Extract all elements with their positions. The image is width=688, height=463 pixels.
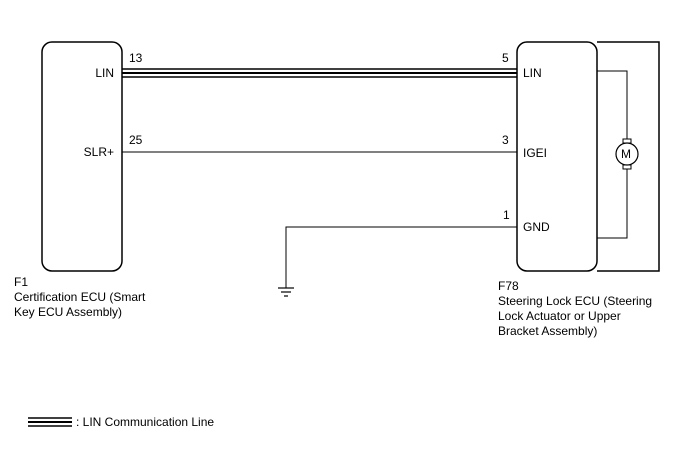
f1-code: F1 [14,275,29,289]
f78-pin-gnd: 1 [503,208,510,222]
f78-terminal-gnd-label: GND [523,220,550,234]
ground-icon [278,287,294,297]
f78-name-line-2: Lock Actuator or Upper [498,309,621,323]
f1-name-line-2: Key ECU Assembly) [14,305,123,319]
legend-lin-line-icon [28,417,72,427]
lin-communication-wire [122,68,517,78]
f78-code: F78 [498,279,519,293]
f78-pin-igei: 3 [502,133,509,147]
f78-pin-lin: 5 [502,51,509,65]
motor-wire-top [597,70,628,139]
f1-name-line-1: Certification ECU (Smart [14,290,146,304]
f1-pin-lin: 13 [129,51,143,65]
ecu-f78-housing [597,41,660,272]
motor-icon [615,138,639,170]
ecu-f1-box [41,41,123,272]
motor-label: M [621,147,631,161]
gnd-wire [285,226,517,288]
f78-terminal-igei-label: IGEI [523,146,548,160]
f1-caption: F1 Certification ECU (Smart Key ECU Asse… [14,275,145,320]
f78-terminal-lin-label: LIN [523,66,542,80]
ecu-f78-box [516,41,598,272]
f78-caption: F78 Steering Lock ECU (Steering Lock Act… [498,279,652,339]
legend-text: : LIN Communication Line [76,415,215,429]
f78-name-line-1: Steering Lock ECU (Steering [498,294,653,308]
f78-name-line-3: Bracket Assembly) [498,324,598,338]
f1-terminal-lin-label: LIN [95,66,114,80]
motor-wire-bottom [597,169,628,239]
f1-pin-slr: 25 [129,133,143,147]
f1-terminal-slr-label: SLR+ [83,145,114,159]
